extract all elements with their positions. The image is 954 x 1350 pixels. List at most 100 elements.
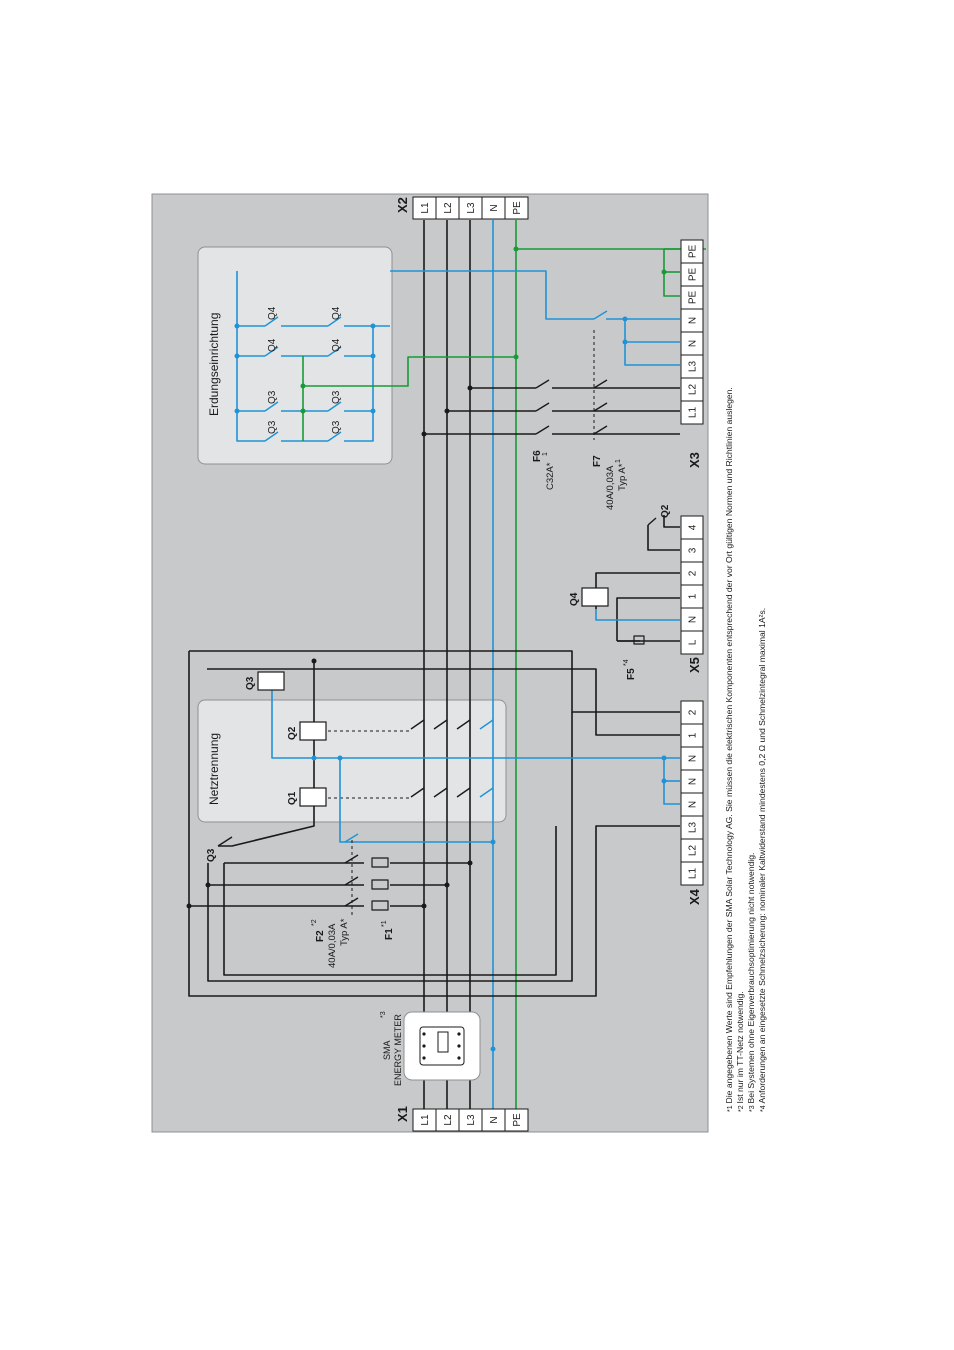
footnote-1: *1 Die angegebenen Werte sind Empfehlung… <box>724 387 734 1112</box>
x1-terminal-label: PE <box>512 1113 523 1127</box>
x4-terminal-n: N <box>680 792 704 817</box>
erdung-q3-label-1: Q3 <box>267 420 278 434</box>
x1-terminal-l3: L3 <box>458 1108 483 1132</box>
x5-terminal-label: L <box>688 639 699 645</box>
f7-note: 1 <box>615 459 622 463</box>
x2-terminal-label: L1 <box>420 202 431 214</box>
x5-terminal-4: 4 <box>680 515 704 540</box>
x5-terminal-3: 3 <box>680 538 704 563</box>
erdung-q3-label-4: Q3 <box>331 390 342 404</box>
f2-note: *2 <box>311 919 318 926</box>
f6-rating: C32A* <box>545 462 556 490</box>
f5-note: *4 <box>623 659 630 666</box>
x1-label: X1 <box>395 1106 410 1122</box>
meter-line1: SMA <box>382 1040 392 1060</box>
x5-terminal-1: 1 <box>680 584 704 609</box>
x3-terminal-n: N <box>680 331 704 356</box>
x5-terminal-label: 2 <box>688 570 699 576</box>
x4-terminal-label: L3 <box>688 822 699 834</box>
x1-terminal-l1: L1 <box>412 1108 437 1132</box>
f2-type: Typ A* <box>339 918 350 946</box>
x5-terminal-l: L <box>680 630 704 655</box>
meter-note: *3 <box>380 1011 387 1018</box>
x3-terminal-label: N <box>688 340 699 347</box>
f2-label: F2 <box>315 930 326 942</box>
x4-label: X4 <box>687 888 702 905</box>
erdung-q3-label-2: Q3 <box>267 390 278 404</box>
q2-contact-label: Q2 <box>660 504 671 518</box>
f2-rating: 40A/0,03A <box>327 923 338 968</box>
q4-coil <box>581 587 609 607</box>
q3-contact-label: Q3 <box>206 848 217 862</box>
x4-terminal-label: 2 <box>688 709 699 715</box>
x1-terminal-n: N <box>481 1108 506 1132</box>
x3-terminal-n: N <box>680 308 704 333</box>
q2-coil <box>299 721 327 741</box>
footnote-2: *2 Ist nur im TT-Netz notwendig. <box>735 991 745 1112</box>
x5-terminal-label: 3 <box>688 547 699 553</box>
q3-coil <box>257 671 285 691</box>
x2-terminal-l1: L1 <box>412 196 437 220</box>
x3-terminal-label: L2 <box>688 384 699 396</box>
x4-terminal-label: 1 <box>688 732 699 738</box>
footnotes: *1 Die angegebenen Werte sind Empfehlung… <box>724 387 767 1112</box>
q1-coil <box>299 787 327 807</box>
x2-terminal-n: N <box>481 196 506 220</box>
f7-type: Typ A* <box>617 463 628 491</box>
x2-terminal-label: PE <box>512 201 523 215</box>
x1-terminal-l2: L2 <box>435 1108 460 1132</box>
x4-terminal-2: 2 <box>680 700 704 725</box>
f7-label: F7 <box>592 455 603 467</box>
x5-terminal-n: N <box>680 607 704 632</box>
x3-terminal-l2: L2 <box>680 377 704 402</box>
x1-terminal-label: L2 <box>443 1114 454 1126</box>
x3-terminal-pe: PE <box>680 239 704 264</box>
x5-terminal-label: 4 <box>688 524 699 530</box>
erdung-q4-label-2: Q4 <box>267 306 278 320</box>
x3-terminal-l1: L1 <box>680 400 704 425</box>
x4-terminal-l3: L3 <box>680 815 704 840</box>
x3-terminal-label: L3 <box>688 361 699 373</box>
x4-terminal-label: N <box>688 778 699 785</box>
x2-terminal-label: L3 <box>466 202 477 214</box>
footnote-3: *3 Bei Systemen ohne Eigenverbrauchsopti… <box>746 853 756 1112</box>
x3-terminal-label: L1 <box>688 407 699 419</box>
erdung-q4-label-1: Q4 <box>267 338 278 352</box>
x5-terminal-label: 1 <box>688 593 699 599</box>
x1-terminal-pe: PE <box>504 1108 529 1132</box>
x3-terminal-label: PE <box>688 291 699 305</box>
erdung-q3-label-3: Q3 <box>331 420 342 434</box>
x1-terminal-label: L3 <box>466 1114 477 1126</box>
f6-label: F6 <box>532 450 543 462</box>
f5-label: F5 <box>626 668 637 680</box>
x4-terminal-l1: L1 <box>680 861 704 886</box>
x3-terminal-label: PE <box>688 268 699 282</box>
x4-terminal-n: N <box>680 769 704 794</box>
f1-note: *1 <box>381 920 388 927</box>
x4-terminal-label: L1 <box>688 868 699 880</box>
x2-terminal-pe: PE <box>504 196 529 220</box>
x3-terminal-pe: PE <box>680 262 704 287</box>
f1-label: F1 <box>384 928 395 940</box>
x1-terminal-label: N <box>489 1116 500 1123</box>
erdung-q4-label-4: Q4 <box>331 306 342 320</box>
x4-terminal-label: N <box>688 801 699 808</box>
x5-terminal-label: N <box>688 616 699 623</box>
x2-terminal-label: N <box>489 204 500 211</box>
x2-terminal-l3: L3 <box>458 196 483 220</box>
meter-line2: ENERGY METER <box>393 1014 403 1086</box>
x2-label: X2 <box>395 197 410 213</box>
q4-relay-label: Q4 <box>569 592 580 606</box>
x4-terminal-label: N <box>688 755 699 762</box>
x4-terminal-l2: L2 <box>680 838 704 863</box>
q2-label: Q2 <box>287 726 298 740</box>
x4-terminal-1: 1 <box>680 723 704 748</box>
x5-label: X5 <box>687 657 702 673</box>
x4-terminal-label: L2 <box>688 845 699 857</box>
energy-meter <box>403 1011 481 1081</box>
q1-label: Q1 <box>287 791 298 805</box>
x2-terminal-l2: L2 <box>435 196 460 220</box>
x1-terminal-label: L1 <box>420 1114 431 1126</box>
erdungseinrichtung-title: Erdungseinrichtung <box>207 313 221 416</box>
